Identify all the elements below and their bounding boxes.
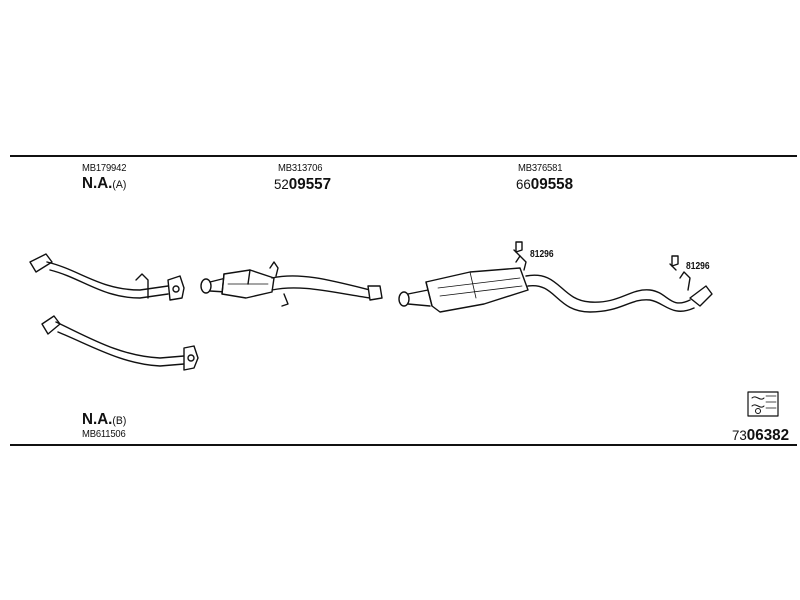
front-pipe-a-drawing bbox=[29, 253, 185, 301]
part-ref-centre-silencer: MB313706 bbox=[278, 162, 323, 174]
part-code-suffix: (A) bbox=[112, 179, 127, 191]
diagram-number-main: 06382 bbox=[746, 427, 790, 444]
part-code-suffix: (B) bbox=[112, 415, 127, 427]
diagram-number: 7306382 bbox=[732, 427, 789, 445]
part-code-main: 09557 bbox=[288, 176, 332, 193]
book-icon bbox=[747, 391, 779, 417]
part-code-main: N.A. bbox=[82, 175, 113, 192]
part-code-main: 09558 bbox=[530, 176, 574, 193]
diagram-number-prefix: 73 bbox=[732, 427, 747, 443]
part-code-prefix: 66 bbox=[516, 176, 531, 192]
rear-silencer-drawing bbox=[398, 255, 713, 313]
part-ref-front-pipe-a: MB179942 bbox=[82, 162, 127, 174]
bottom-rule bbox=[10, 444, 797, 446]
part-ref-front-pipe-b: MB611506 bbox=[82, 428, 126, 440]
centre-silencer-drawing bbox=[200, 261, 383, 307]
rubber-mount-icon bbox=[513, 241, 523, 257]
part-code-prefix: 52 bbox=[274, 176, 289, 192]
front-pipe-b-drawing bbox=[41, 315, 199, 371]
part-code-front-pipe-b: N.A.(B) bbox=[82, 411, 126, 429]
part-code-rear-silencer: 6609558 bbox=[516, 176, 573, 194]
clip-code-2: 81296 bbox=[686, 261, 710, 272]
rubber-mount-icon bbox=[669, 255, 679, 271]
part-code-front-pipe-a: N.A.(A) bbox=[82, 175, 126, 193]
part-code-main: N.A. bbox=[82, 411, 113, 428]
clip-code-1: 81296 bbox=[530, 249, 554, 260]
part-ref-rear-silencer: MB376581 bbox=[518, 162, 563, 174]
part-code-centre-silencer: 5209557 bbox=[274, 176, 331, 194]
top-rule bbox=[10, 155, 797, 157]
